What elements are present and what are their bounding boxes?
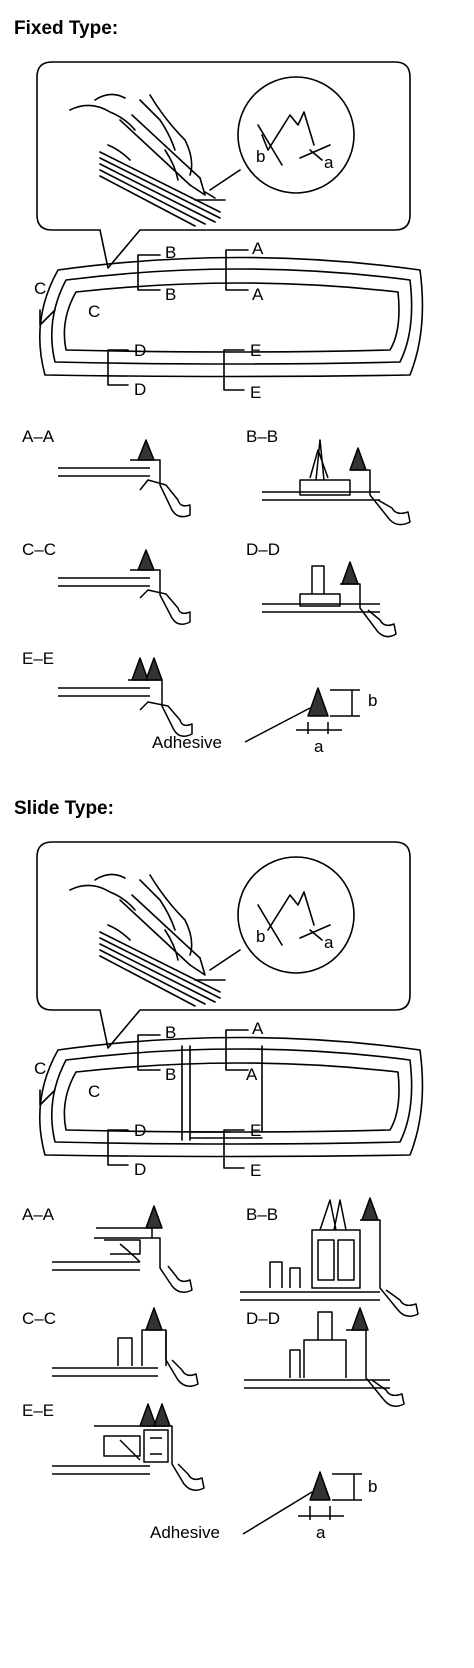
fixed-section-label-a-a: A–A: [22, 427, 55, 446]
fixed-type-diagram: B B A A C C D D E E b a: [22, 61, 424, 756]
fixed-cut-label-c-left: C: [34, 279, 46, 298]
slide-dim-a: a: [324, 933, 334, 952]
callout-box: [36, 61, 411, 269]
fixed-section-label-b-b: B–B: [246, 427, 278, 446]
slide-section-b-b: [240, 1197, 419, 1317]
fixed-cut-label-d-top: D: [134, 341, 146, 360]
fixed-section-label-d-d: D–D: [246, 540, 280, 559]
fixed-cut-label-a-bottom: A: [252, 285, 264, 304]
slide-panel-left-edge: [181, 1045, 191, 1141]
slide-cut-label-e-top: E: [250, 1121, 261, 1140]
slide-cut-label-a-top: A: [252, 1019, 264, 1038]
slide-detail-b: b: [368, 1477, 377, 1496]
callout-box: [36, 841, 411, 1049]
slide-section-d-d: [244, 1307, 405, 1407]
detail-magnifier-circle: [237, 76, 355, 194]
fixed-cut-label-e-bottom: E: [250, 383, 261, 402]
slide-section-label-c-c: C–C: [22, 1309, 56, 1328]
slide-detail-a: a: [316, 1523, 326, 1542]
slide-cut-label-c-left: C: [34, 1059, 46, 1078]
slide-cut-label-b-bottom: B: [165, 1065, 176, 1084]
slide-cut-label-e-bottom: E: [250, 1161, 261, 1180]
window-outer-outline: [38, 256, 424, 378]
fixed-cut-label-b-top: B: [165, 243, 176, 262]
slide-adhesive-detail: [242, 1471, 362, 1535]
fixed-detail-a: a: [314, 737, 324, 756]
window-outer-outline: [38, 1036, 424, 1158]
fixed-section-label-e-e: E–E: [22, 649, 54, 668]
slide-type-heading: Slide Type:: [14, 798, 114, 819]
fixed-dim-a: a: [324, 153, 334, 172]
fixed-adhesive-label: Adhesive: [152, 733, 222, 752]
fixed-cut-label-b-bottom: B: [165, 285, 176, 304]
slide-section-label-d-d: D–D: [246, 1309, 280, 1328]
slide-cut-label-b-top: B: [165, 1023, 176, 1042]
fixed-section-label-c-c: C–C: [22, 540, 56, 559]
hand-applying-adhesive-illustration: [69, 873, 241, 1007]
fixed-cut-label-a-top: A: [252, 239, 264, 258]
slide-section-label-a-a: A–A: [22, 1205, 55, 1224]
fixed-adhesive-detail: [244, 687, 360, 743]
fixed-type-heading: Fixed Type:: [14, 18, 119, 39]
slide-cut-label-d-bottom: D: [134, 1160, 146, 1179]
fixed-cut-label-d-bottom: D: [134, 380, 146, 399]
slide-cut-label-d-top: D: [134, 1121, 146, 1140]
detail-magnifier-circle: [237, 856, 355, 974]
slide-cut-label-a-bottom: A: [246, 1065, 258, 1084]
fixed-section-d-d: [262, 561, 397, 638]
fixed-dim-b: b: [256, 147, 265, 166]
slide-section-label-b-b: B–B: [246, 1205, 278, 1224]
fixed-section-e-e: [58, 657, 193, 737]
fixed-section-c-c: [58, 549, 191, 625]
hand-applying-adhesive-illustration: [69, 93, 241, 227]
slide-section-label-e-e: E–E: [22, 1401, 54, 1420]
slide-cut-label-c-right: C: [88, 1082, 100, 1101]
slide-type-diagram: B B A A C C D D E E b a: [0, 800, 474, 1668]
fixed-section-b-b: [262, 439, 411, 526]
slide-adhesive-label: Adhesive: [150, 1523, 220, 1542]
slide-section-a-a: [52, 1205, 193, 1293]
slide-dim-b: b: [256, 927, 265, 946]
fixed-detail-b: b: [368, 691, 377, 710]
fixed-cut-label-c-right: C: [88, 302, 100, 321]
slide-section-c-c: [52, 1307, 199, 1387]
slide-section-e-e: [52, 1403, 205, 1491]
fixed-section-a-a: [58, 439, 191, 518]
fixed-cut-label-e-top: E: [250, 341, 261, 360]
